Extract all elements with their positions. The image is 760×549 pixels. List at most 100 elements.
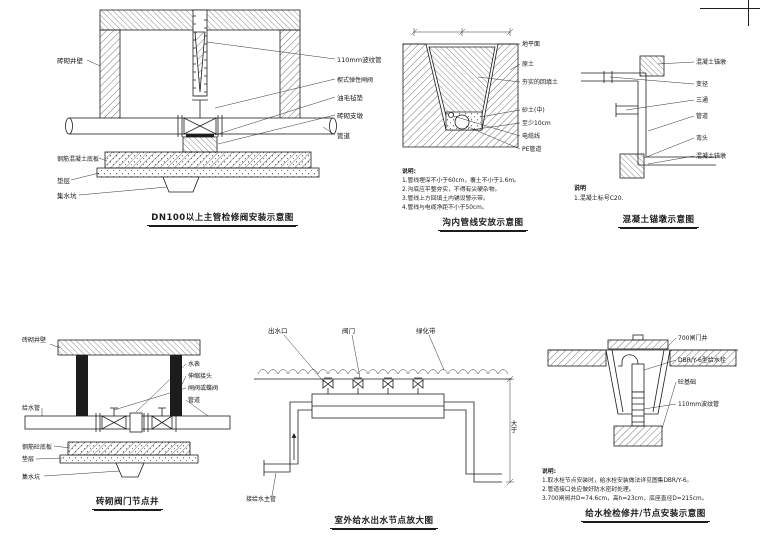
label-cushion: 垫层 [57, 176, 71, 185]
label-gate-valve: 楔式弹性闸阀 [337, 76, 373, 84]
label-green-belt: 绿化带 [416, 326, 436, 335]
label-expansion-joint: 伸缩接头 [188, 372, 212, 380]
label-pipe: 管道 [188, 396, 200, 404]
panel-outlet-node: 出水口 阀门 绿化带 接给水主管 大于 室外给水出水节点放大图 [244, 322, 524, 529]
base-and-sump [59, 441, 199, 478]
label-brick-wall: 砖砌井壁 [57, 56, 84, 65]
label-inlet-pipe: 给水管 [22, 404, 40, 412]
note-line: 4.管线与电缆净距不小于50cm。 [402, 204, 488, 211]
panel-valve-chamber: 砖砌井壁 钢筋混凝土底板 垫层 集水坑 110mm波纹管 楔式弹性闸阀 油毛毡垫… [55, 4, 390, 226]
hydrant-well-drawing: 700闸门井 DBR/Y-6型给水栓 砼基础 110mm波纹管 [547, 334, 738, 447]
label-pipe: 管道 [696, 112, 708, 120]
border-line-vertical [748, 0, 749, 26]
pipe-and-valve [65, 95, 337, 153]
note-line: 2.管道接口处应做好防水密封处理。 [542, 486, 635, 493]
valve-chamber-drawing: 砖砌井壁 钢筋混凝土底板 垫层 集水坑 110mm波纹管 楔式弹性闸阀 油毛毡垫… [57, 9, 382, 200]
pipe-and-fittings [24, 407, 231, 433]
label-gate-well: 700闸门井 [678, 334, 707, 342]
panel-valve-node-well: 砖砌井壁 水表 伸缩接头 闸阀或蝶阀 管道 给水管 钢筋砼底板 垫层 集水坑 砖… [20, 330, 235, 510]
label-main-pipe: 接给水主管 [246, 495, 276, 503]
label-elbow: 弯头 [696, 134, 708, 142]
label-reducer: 变径 [696, 80, 708, 88]
label-anchor-top: 混凝土锚墩 [696, 58, 726, 66]
anchor-block-top [639, 55, 665, 77]
support-pier-shape [182, 136, 218, 153]
note-line: 1.混凝土标号C20. [574, 194, 624, 202]
label-valve: 阀门 [342, 326, 355, 335]
anchor-block-bottom [619, 153, 645, 179]
vegetation [254, 369, 512, 380]
trench-soil [402, 43, 519, 148]
label-pipe: 管道 [337, 131, 351, 140]
label-cushion: 垫层 [22, 455, 34, 463]
pipe-run [581, 71, 716, 166]
panel2-title: 沟内管线安放示意图 [398, 216, 568, 231]
anchor-drawing: 混凝土锚墩 变径 三通 管道 弯头 混凝土锚墩 说明 1.混凝土标号C20. [574, 55, 726, 202]
label-valve: 闸阀或蝶阀 [188, 384, 218, 392]
leader-lines [35, 343, 209, 477]
label-rc-base-slab: 钢筋混凝土底板 [57, 155, 99, 163]
label-outlet: 出水口 [268, 326, 288, 335]
notes-title: 说明: [542, 469, 556, 475]
label-sand: 砂土(中) [522, 106, 545, 114]
label-corrugated-pipe: 110mm波纹管 [337, 55, 382, 64]
pe-pipe-shape [454, 114, 470, 130]
label-cable: 电缆线 [522, 132, 540, 140]
note-line: 3.管线上方回填土内铺设警示带。 [402, 195, 489, 202]
chamber-structure [57, 339, 201, 423]
leader-lines [643, 337, 677, 430]
label-native-soil: 原土 [522, 60, 534, 68]
leader-lines [452, 43, 521, 150]
note-line: 1.取水栓节点安装时，给水栓安装做法详见图集DBR/Y-6。 [542, 477, 693, 484]
panel3-title: 混凝土锚墩示意图 [566, 213, 751, 228]
label-sump-pit: 集水坑 [57, 191, 77, 200]
outlet-node-drawing: 出水口 阀门 绿化带 接给水主管 大于 [246, 326, 517, 503]
manifold-and-valves [311, 377, 445, 419]
ground-and-well [547, 334, 738, 415]
base-and-sump [96, 151, 320, 193]
label-hydrant: DBR/Y-6型给水栓 [678, 356, 726, 364]
note-line: 2.沟底应平整夯实，不得有尖硬杂物。 [402, 186, 501, 193]
panel6-title: 给水栓检修井/节点安装示意图 [538, 507, 753, 522]
panel1-title: DN100以上主管检修阀安装示意图 [55, 211, 390, 226]
piping [263, 401, 502, 483]
label-corrugated-pipe: 110mm波纹管 [678, 400, 719, 408]
label-pe-pipe: PE管道 [522, 145, 541, 153]
label-ground-level: 地平面 [522, 40, 540, 48]
panel-hydrant-well: 700闸门井 DBR/Y-6型给水栓 砼基础 110mm波纹管 说明: 1.取水… [538, 314, 753, 522]
concrete-base-shape [613, 425, 663, 447]
label-sump-pit: 集水坑 [22, 473, 40, 481]
label-compacted-backfill: 夯实的回填土 [522, 78, 558, 86]
label-felt-pad: 油毛毡垫 [337, 93, 364, 102]
label-greater-than: 大于 [509, 419, 517, 434]
notes-title: 说明 [574, 184, 586, 192]
label-anchor-bottom: 混凝土锚墩 [696, 152, 726, 160]
leader-lines [70, 41, 336, 196]
label-brick-pier: 砖砌支墩 [337, 111, 364, 120]
border-line-horizontal [700, 8, 760, 9]
panel4-title: 砖砌阀门节点井 [20, 495, 235, 510]
label-concrete-base: 砼基础 [678, 378, 696, 386]
panel5-title: 室外给水出水节点放大图 [244, 514, 524, 529]
well-cover-shape [607, 339, 669, 350]
label-brick-wall: 砖砌井壁 [22, 336, 46, 344]
panel-trench: 地平面 原土 夯实的回填土 砂土(中) 至少10cm 电缆线 PE管道 说明: … [398, 22, 568, 231]
label-tee: 三通 [696, 96, 708, 104]
note-line: 1.管线埋深不小于60cm，覆土不小于1.6m。 [402, 177, 520, 184]
leader-lines [271, 334, 445, 497]
chamber-structure [99, 9, 301, 133]
trench-drawing: 地平面 原土 夯实的回填土 砂土(中) 至少10cm 电缆线 PE管道 [402, 28, 558, 153]
dimension-line [410, 28, 514, 36]
hydrant [613, 354, 663, 447]
panel-anchor: 混凝土锚墩 变径 三通 管道 弯头 混凝土锚墩 说明 1.混凝土标号C20. 混… [566, 46, 751, 228]
label-rc-base-slab: 钢筋砼底板 [22, 443, 52, 451]
note-line: 3.700闸阀井D=74.6cm，高h=23cm，底座直径D=215cm。 [542, 495, 708, 502]
label-water-meter: 水表 [188, 360, 200, 368]
label-min-10cm: 至少10cm [522, 120, 551, 127]
water-meter-shape [129, 412, 143, 433]
trench-notes: 说明: 1.管线埋深不小于60cm，覆土不小于1.6m。 2.沟底应平整夯实，不… [398, 168, 568, 213]
leader-lines [609, 61, 695, 165]
dimension [506, 375, 514, 486]
valve-node-drawing: 砖砌井壁 水表 伸缩接头 闸阀或蝶阀 管道 给水管 钢筋砼底板 垫层 集水坑 [22, 336, 231, 481]
